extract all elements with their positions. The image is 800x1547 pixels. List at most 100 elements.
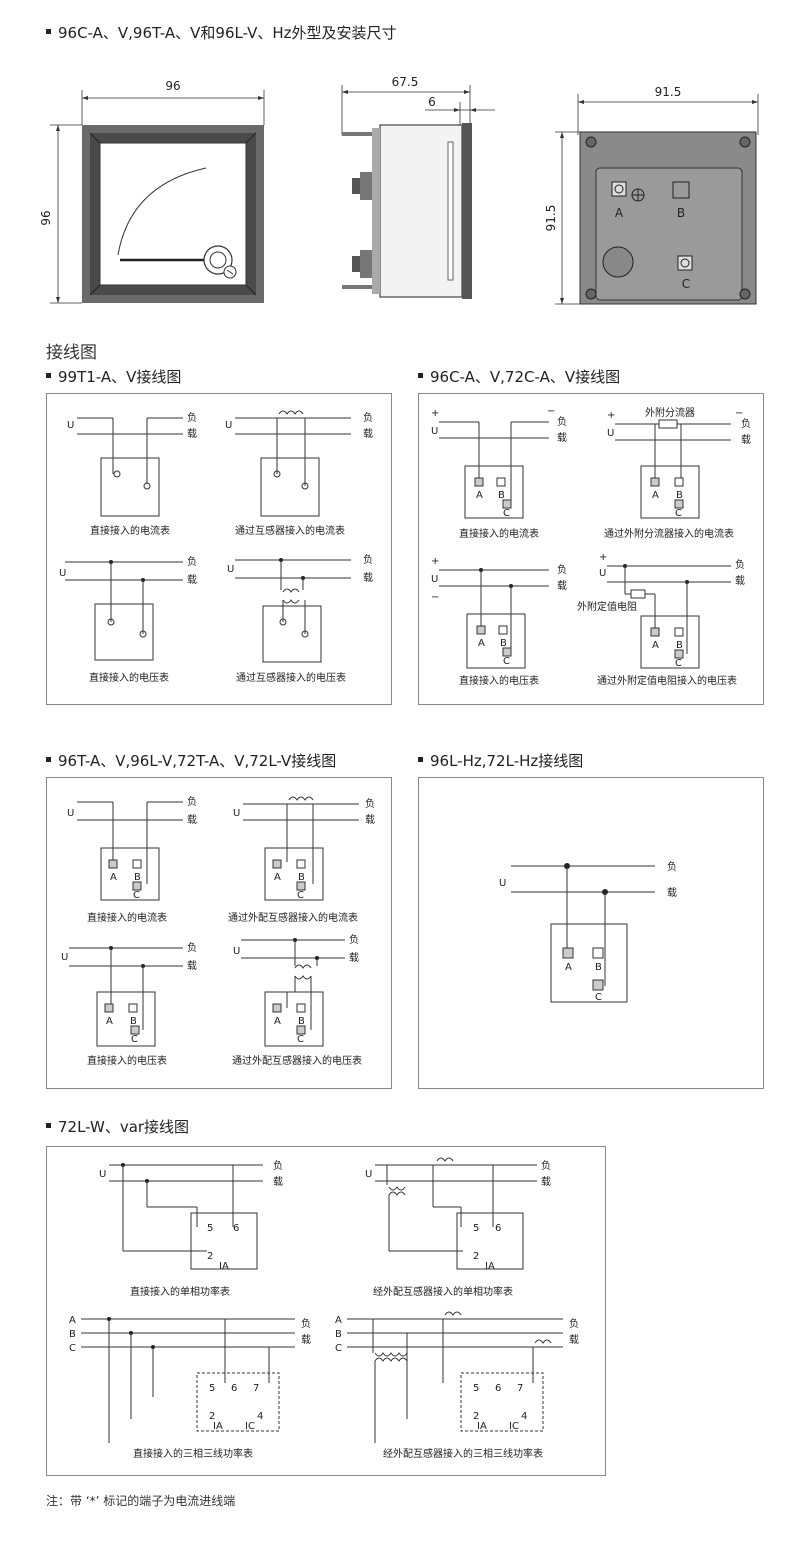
svg-text:U: U — [499, 878, 506, 889]
svg-text:载: 载 — [557, 580, 567, 592]
svg-text:+: + — [607, 410, 615, 421]
front-height-label: 96 — [39, 210, 53, 225]
svg-text:U: U — [431, 426, 438, 437]
svg-text:B: B — [298, 872, 305, 883]
svg-text:2: 2 — [473, 1411, 479, 1422]
svg-text:载: 载 — [365, 814, 375, 826]
svg-text:载: 载 — [187, 814, 197, 826]
svg-text:负: 负 — [187, 941, 197, 954]
svg-text:外附定值电阻: 外附定值电阻 — [577, 600, 637, 613]
section-99t1-heading: 99T1-A、V接线图 — [46, 366, 181, 387]
svg-text:2: 2 — [473, 1251, 479, 1262]
svg-text:U: U — [365, 1169, 372, 1180]
caption-direct-single-power: 直接接入的单相功率表 — [130, 1285, 230, 1298]
svg-text:B: B — [676, 640, 683, 651]
svg-text:负: 负 — [301, 1317, 311, 1330]
svg-text:6: 6 — [233, 1223, 239, 1234]
svg-text:载: 载 — [363, 428, 373, 440]
svg-text:负: 负 — [363, 553, 373, 566]
svg-text:C: C — [335, 1343, 342, 1354]
svg-text:载: 载 — [187, 428, 197, 440]
svg-text:C: C — [675, 658, 682, 669]
svg-text:C: C — [297, 1034, 304, 1045]
svg-text:−: − — [735, 408, 743, 419]
svg-text:IC: IC — [509, 1421, 519, 1432]
svg-text:IA: IA — [485, 1261, 495, 1272]
back-terminal-c: C — [682, 277, 690, 291]
caption-ext-single-power: 经外配互感器接入的单相功率表 — [373, 1285, 513, 1298]
svg-text:外附分流器: 外附分流器 — [645, 406, 695, 419]
svg-text:4: 4 — [521, 1411, 527, 1422]
front-width-label: 96 — [165, 79, 180, 93]
svg-text:载: 载 — [187, 960, 197, 972]
back-view: 91.5 91.5 A B C — [544, 85, 759, 305]
svg-text:B: B — [335, 1329, 342, 1340]
dimension-drawings: 96 96 67.5 6 — [39, 75, 759, 305]
svg-text:负: 负 — [273, 1159, 283, 1172]
side-depth-label: 67.5 — [392, 75, 419, 89]
svg-text:5: 5 — [207, 1223, 213, 1234]
svg-text:−: − — [431, 592, 439, 603]
svg-text:+: + — [431, 408, 439, 419]
caption-ct-current: 通过互感器接入的电流表 — [235, 524, 345, 537]
svg-text:U: U — [233, 808, 240, 819]
svg-text:4: 4 — [257, 1411, 263, 1422]
svg-text:C: C — [503, 656, 510, 667]
svg-text:IA: IA — [219, 1261, 229, 1272]
svg-text:C: C — [595, 992, 602, 1003]
bullet-square-icon — [418, 757, 423, 762]
svg-text:5: 5 — [209, 1383, 215, 1394]
svg-text:U: U — [233, 946, 240, 957]
caption-ext-pt-voltage: 通过外配互感器接入的电压表 — [232, 1054, 362, 1067]
svg-text:A: A — [565, 962, 572, 973]
svg-text:B: B — [498, 490, 505, 501]
svg-text:U: U — [431, 574, 438, 585]
svg-text:+: + — [431, 556, 439, 567]
bullet-square-icon — [46, 29, 51, 34]
svg-text:6: 6 — [495, 1223, 501, 1234]
svg-text:IA: IA — [477, 1421, 487, 1432]
svg-text:负: 负 — [187, 555, 197, 568]
svg-text:负: 负 — [349, 933, 359, 946]
bullet-square-icon — [418, 373, 423, 378]
bullet-square-icon — [46, 1123, 51, 1128]
section-96c-heading: 96C-A、V,72C-A、V接线图 — [418, 366, 620, 387]
svg-text:负: 负 — [187, 795, 197, 808]
svg-text:B: B — [595, 962, 602, 973]
panel-72l: U 负 载 5 6 2 IA 直接接入的单相功率表 U 负 载 5 6 2 IA… — [46, 1146, 606, 1476]
svg-text:U: U — [59, 568, 66, 579]
svg-text:U: U — [67, 420, 74, 431]
front-view: 96 96 — [39, 79, 265, 304]
svg-text:C: C — [131, 1034, 138, 1045]
panel-96l-drawing: U 负 载 A B C — [499, 860, 677, 1003]
svg-text:载: 载 — [273, 1176, 283, 1188]
back-width-label: 91.5 — [655, 85, 682, 99]
svg-text:负: 负 — [557, 415, 567, 428]
svg-text:载: 载 — [569, 1334, 579, 1346]
svg-text:负: 负 — [541, 1159, 551, 1172]
caption-direct-current: 直接接入的电流表 — [90, 524, 170, 537]
terminal-note: 注：带 ‘*’ 标记的端子为电流进线端 — [46, 1494, 236, 1508]
svg-text:A: A — [335, 1315, 342, 1326]
svg-text:负: 负 — [741, 417, 751, 430]
svg-text:U: U — [99, 1169, 106, 1180]
svg-text:IA: IA — [213, 1421, 223, 1432]
section-96l-heading: 96L-Hz,72L-Hz接线图 — [418, 750, 583, 771]
svg-text:A: A — [110, 872, 117, 883]
svg-text:C: C — [675, 508, 682, 519]
svg-text:B: B — [134, 872, 141, 883]
side-view: 67.5 6 — [341, 75, 495, 299]
svg-text:U: U — [599, 568, 606, 579]
svg-text:5: 5 — [473, 1383, 479, 1394]
section-72l-heading: 72L-W、var接线图 — [46, 1116, 189, 1137]
svg-text:6: 6 — [495, 1383, 501, 1394]
panel-72l-drawing: U 负 载 5 6 2 IA 直接接入的单相功率表 U 负 载 5 6 2 IA… — [69, 1157, 579, 1460]
caption-pt-voltage: 通过互感器接入的电压表 — [236, 671, 346, 684]
svg-text:U: U — [67, 808, 74, 819]
svg-text:载: 载 — [541, 1176, 551, 1188]
back-terminal-b: B — [677, 206, 685, 220]
